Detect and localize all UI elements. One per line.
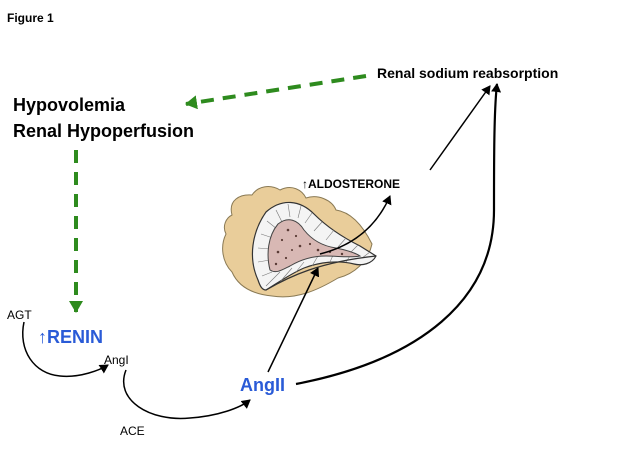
angii-to-adrenal-arrow — [267, 267, 320, 373]
adrenal-medulla — [267, 219, 362, 273]
adrenal-gland-illustration — [222, 186, 377, 298]
agt-to-angi-arrow — [22, 321, 109, 378]
renin-label: ↑RENIN — [38, 327, 104, 347]
angiotensin-ii-label: AngII — [240, 375, 285, 395]
ace-label: ACE — [120, 424, 145, 438]
aldosterone-label: ↑ALDOSTERONE — [302, 177, 401, 191]
adrenal-to-aldosterone-arrow — [319, 195, 392, 255]
agt-label: AGT — [7, 308, 32, 322]
angi-to-angii-arrow — [123, 369, 251, 420]
hypovolemia-label: Hypovolemia — [13, 95, 126, 115]
angiotensin-i-label: AngI — [104, 353, 129, 367]
aldosterone-to-sodium-arrow — [429, 85, 491, 171]
sodium-to-hypovolemia-arrow — [185, 74, 367, 110]
adrenal-base-line — [265, 255, 377, 291]
angii-to-sodium-arrow — [295, 83, 502, 386]
figure-title: Figure 1 — [7, 11, 54, 25]
renal-sodium-reabsorption-label: Renal sodium reabsorption — [377, 65, 559, 81]
renal-hypoperfusion-label: Renal Hypoperfusion — [13, 121, 195, 141]
